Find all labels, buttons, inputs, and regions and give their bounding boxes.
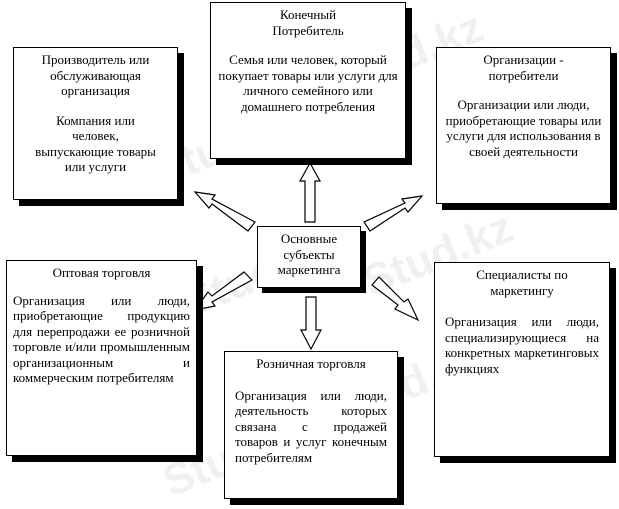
- consumer-box: Конечный Потребитель Семья или человек, …: [210, 2, 406, 159]
- arrow-up: [298, 161, 322, 223]
- organizations-title: Организации - потребители: [483, 52, 564, 83]
- center-title: Основные субъекты маркетинга: [277, 231, 341, 277]
- arrow-upper-right: [363, 195, 424, 232]
- arrow-lower-right: [371, 276, 420, 322]
- producer-title: Производитель или обслуживающая организа…: [41, 52, 150, 98]
- specialists-box: Специалисты по маркетингу Организация ил…: [434, 262, 610, 457]
- arrow-lower-left: [193, 271, 253, 311]
- specialists-title: Специалисты по маркетингу: [476, 267, 568, 298]
- producer-box: Производитель или обслуживающая организа…: [13, 47, 178, 200]
- producer-description: Компания или человек, выпускающие товары…: [35, 112, 156, 175]
- arrow-down: [300, 296, 322, 351]
- wholesale-title: Оптовая торговля: [52, 265, 151, 280]
- center-box: Основные субъекты маркетинга: [257, 226, 361, 288]
- organizations-box: Организации - потребители Организации ил…: [436, 47, 611, 204]
- retail-title: Розничная торговля: [256, 356, 366, 371]
- specialists-description: Организация или люди, специализирующиеся…: [445, 314, 599, 376]
- retail-description: Организация или люди, деятельность котор…: [235, 387, 387, 465]
- wholesale-description: Организация или люди, приобретающие прод…: [13, 292, 190, 386]
- arrow-upper-left: [193, 191, 256, 232]
- consumer-description: Семья или человек, который покупает това…: [218, 52, 398, 114]
- retail-box: Розничная торговля Организация или люди,…: [224, 351, 398, 499]
- organizations-description: Организации или люди, приобретающие това…: [445, 97, 602, 159]
- wholesale-box: Оптовая торговля Организация или люди, п…: [6, 260, 197, 456]
- consumer-title: Конечный Потребитель: [272, 7, 344, 38]
